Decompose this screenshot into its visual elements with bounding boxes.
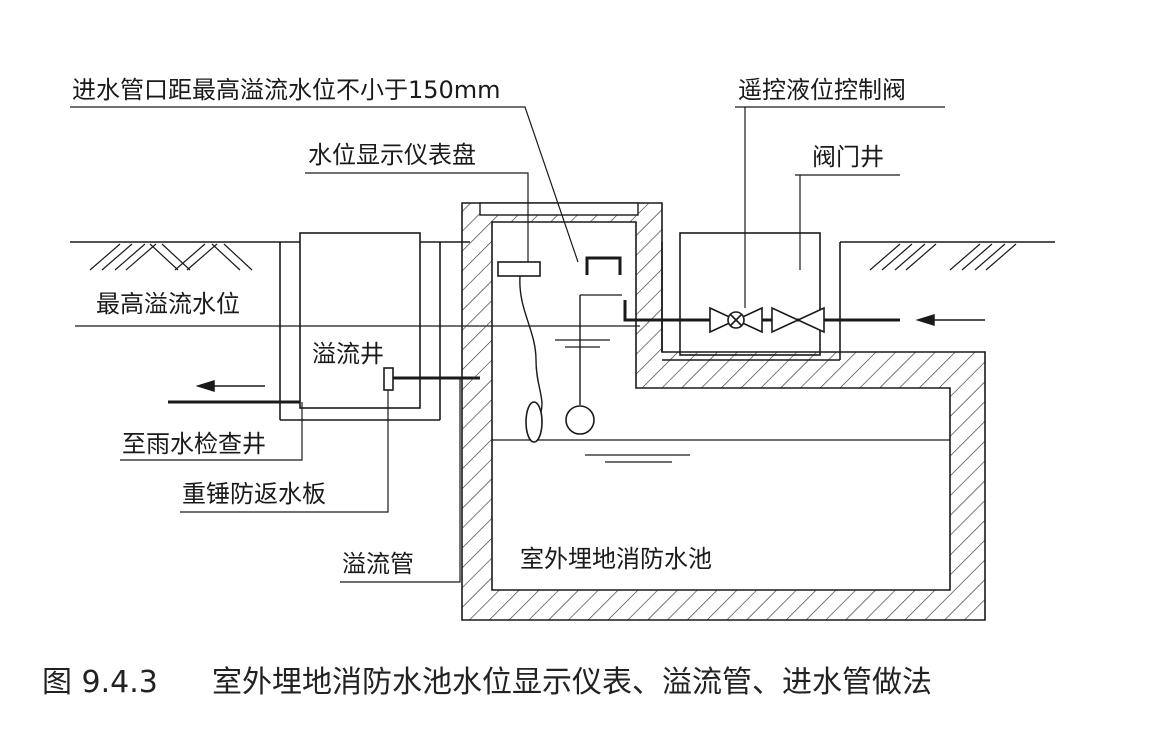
inlet-gooseneck (585, 256, 622, 275)
inflow-arrow (915, 313, 985, 327)
remote-level-control-valve (709, 306, 825, 334)
label-anti-backflow: 重锤防返水板 (182, 480, 326, 508)
label-tank: 室外埋地消防水池 (520, 545, 712, 573)
anti-backflow-flap (383, 367, 394, 391)
tank-wall (461, 202, 986, 621)
outflow-arrow (195, 379, 265, 393)
label-valve-well: 阀门井 (812, 143, 884, 171)
label-inlet-distance: 进水管口距最高溢流水位不小于150mm (72, 76, 501, 104)
level-gauge-panel (497, 261, 541, 277)
soil-hatch-right (869, 243, 1017, 271)
gauge-cable (519, 275, 543, 421)
overflow-well (279, 232, 441, 421)
soil-hatch-left (89, 243, 253, 271)
label-overflow-pipe: 溢流管 (342, 550, 414, 578)
label-max-overflow-level: 最高溢流水位 (96, 290, 240, 318)
water-surface-marks (555, 339, 690, 463)
label-level-gauge: 水位显示仪表盘 (308, 141, 476, 169)
figure-number: 图 9.4.3 (42, 665, 158, 700)
label-to-rain-well: 至雨水检查井 (122, 430, 266, 458)
valve-well (661, 232, 841, 361)
label-remote-valve: 遥控液位控制阀 (738, 76, 906, 104)
inspection-cover (479, 202, 639, 216)
label-overflow-well: 溢流井 (312, 340, 384, 368)
leader-lines (70, 106, 945, 583)
gauge-float (525, 401, 543, 443)
valve-float-ball (565, 405, 595, 435)
figure-caption: 室外埋地消防水池水位显示仪表、溢流管、进水管做法 (212, 665, 932, 700)
